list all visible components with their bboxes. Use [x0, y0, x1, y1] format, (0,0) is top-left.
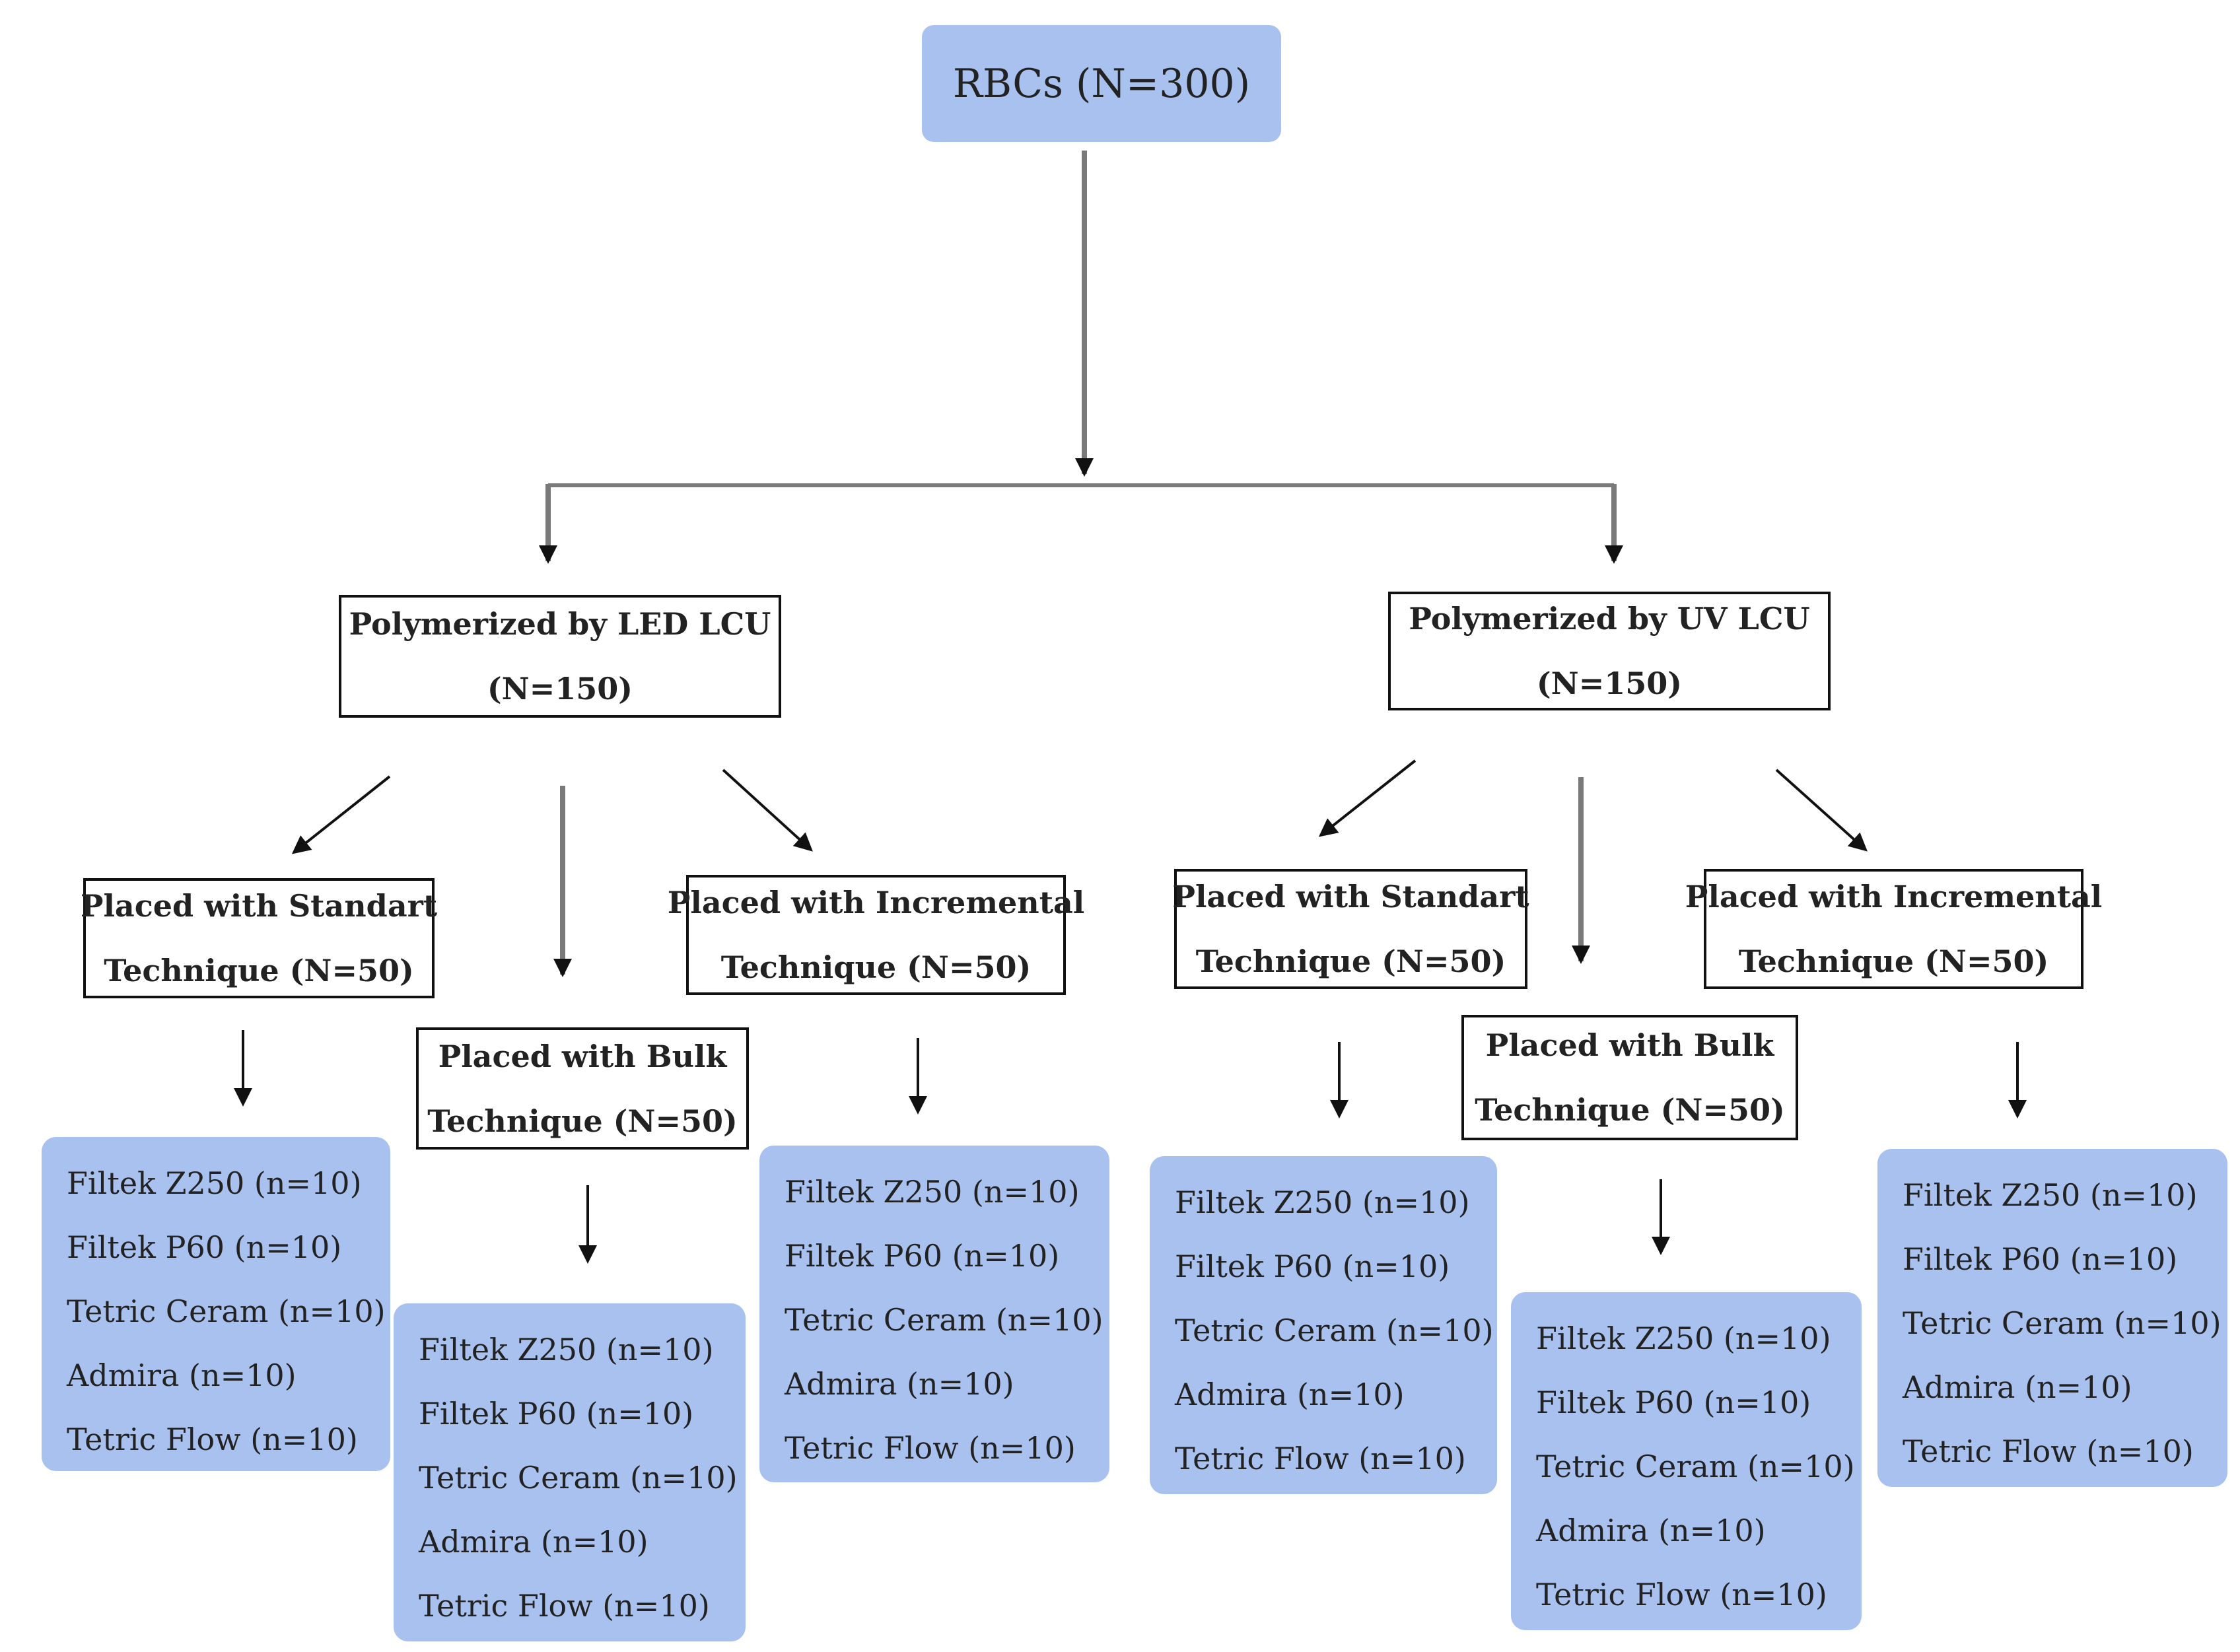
connector-led-standart — [291, 775, 391, 854]
led-lcu-box: Polymerized by LED LCU (N=150) — [339, 595, 781, 718]
led-lcu-count: (N=150) — [487, 671, 633, 706]
technique-box-led-bulk: Placed with Bulk Technique (N=50) — [416, 1027, 749, 1150]
technique-box-uv-standart: Placed with Standart Technique (N=50) — [1172, 869, 1529, 989]
technique-line1: Placed with Incremental — [667, 885, 1085, 920]
material-item: Tetric Flow (n=10) — [1536, 1577, 1827, 1612]
technique-line1: Placed with Standart — [1172, 879, 1529, 914]
technique-line1: Placed with Bulk — [1485, 1027, 1774, 1063]
technique-line1: Placed with Bulk — [438, 1038, 727, 1074]
materials-box-led-incremental: Filtek Z250 (n=10) Filtek P60 (n=10) Tet… — [759, 1146, 1109, 1482]
material-item: Filtek Z250 (n=10) — [1903, 1177, 2198, 1213]
material-item: Filtek P60 (n=10) — [67, 1229, 342, 1265]
uv-lcu-title: Polymerized by UV LCU — [1409, 601, 1810, 637]
material-item: Filtek Z250 (n=10) — [1536, 1321, 1831, 1356]
material-item: Filtek P60 (n=10) — [1903, 1241, 2178, 1277]
materials-box-led-bulk: Filtek Z250 (n=10) Filtek P60 (n=10) Tet… — [394, 1303, 746, 1641]
technique-line2: Technique (N=50) — [720, 949, 1032, 985]
materials-box-led-standart: Filtek Z250 (n=10) Filtek P60 (n=10) Tet… — [42, 1137, 390, 1471]
technique-box-uv-bulk: Placed with Bulk Technique (N=50) — [1461, 1015, 1798, 1140]
technique-line2: Technique (N=50) — [1195, 944, 1506, 979]
materials-box-uv-bulk: Filtek Z250 (n=10) Filtek P60 (n=10) Tet… — [1511, 1292, 1862, 1630]
materials-box-uv-standart: Filtek Z250 (n=10) Filtek P60 (n=10) Tet… — [1150, 1156, 1497, 1494]
connector-led-incremental — [722, 769, 813, 852]
material-item: Admira (n=10) — [419, 1524, 648, 1560]
material-item: Tetric Ceram (n=10) — [67, 1293, 386, 1329]
material-item: Tetric Ceram (n=10) — [785, 1302, 1103, 1338]
material-item: Filtek Z250 (n=10) — [1175, 1185, 1470, 1220]
material-item: Filtek Z250 (n=10) — [419, 1332, 714, 1367]
technique-box-led-incremental: Placed with Incremental Technique (N=50) — [668, 875, 1084, 995]
material-item: Tetric Ceram (n=10) — [419, 1460, 738, 1496]
technique-box-uv-incremental: Placed with Incremental Technique (N=50) — [1685, 869, 2102, 989]
material-item: Filtek P60 (n=10) — [1175, 1249, 1450, 1284]
material-item: Admira (n=10) — [67, 1358, 297, 1393]
material-item: Admira (n=10) — [785, 1366, 1014, 1402]
material-item: Tetric Ceram (n=10) — [1175, 1313, 1494, 1348]
material-item: Tetric Flow (n=10) — [785, 1430, 1076, 1466]
technique-line1: Placed with Incremental — [1685, 879, 2103, 914]
connector-uv-incremental — [1775, 769, 1868, 852]
materials-box-uv-incremental: Filtek Z250 (n=10) Filtek P60 (n=10) Tet… — [1877, 1149, 2227, 1487]
material-item: Tetric Ceram (n=10) — [1903, 1305, 2222, 1341]
material-item: Filtek Z250 (n=10) — [785, 1174, 1080, 1210]
technique-line2: Technique (N=50) — [1738, 944, 2049, 979]
technique-line1: Placed with Standart — [80, 888, 438, 924]
technique-line2: Technique (N=50) — [104, 953, 414, 988]
led-lcu-title: Polymerized by LED LCU — [349, 606, 771, 642]
material-item: Admira (n=10) — [1903, 1369, 2132, 1405]
material-item: Filtek P60 (n=10) — [1536, 1385, 1811, 1420]
material-item: Tetric Flow (n=10) — [1175, 1441, 1466, 1476]
material-item: Admira (n=10) — [1536, 1513, 1766, 1548]
material-item: Tetric Flow (n=10) — [1903, 1433, 2194, 1469]
root-node: RBCs (N=300) — [922, 25, 1281, 142]
uv-lcu-box: Polymerized by UV LCU (N=150) — [1388, 592, 1831, 710]
connector-uv-standart — [1318, 759, 1417, 837]
material-item: Tetric Flow (n=10) — [419, 1588, 710, 1624]
technique-line2: Technique (N=50) — [427, 1103, 738, 1139]
material-item: Filtek P60 (n=10) — [419, 1396, 694, 1431]
root-label: RBCs (N=300) — [952, 60, 1251, 107]
material-item: Filtek P60 (n=10) — [785, 1238, 1060, 1274]
material-item: Tetric Flow (n=10) — [67, 1422, 358, 1457]
uv-lcu-count: (N=150) — [1536, 666, 1683, 701]
material-item: Admira (n=10) — [1175, 1377, 1405, 1412]
material-item: Filtek Z250 (n=10) — [67, 1165, 362, 1201]
material-item: Tetric Ceram (n=10) — [1536, 1449, 1855, 1484]
technique-box-led-standart: Placed with Standart Technique (N=50) — [81, 878, 437, 998]
technique-line2: Technique (N=50) — [1475, 1092, 1785, 1128]
